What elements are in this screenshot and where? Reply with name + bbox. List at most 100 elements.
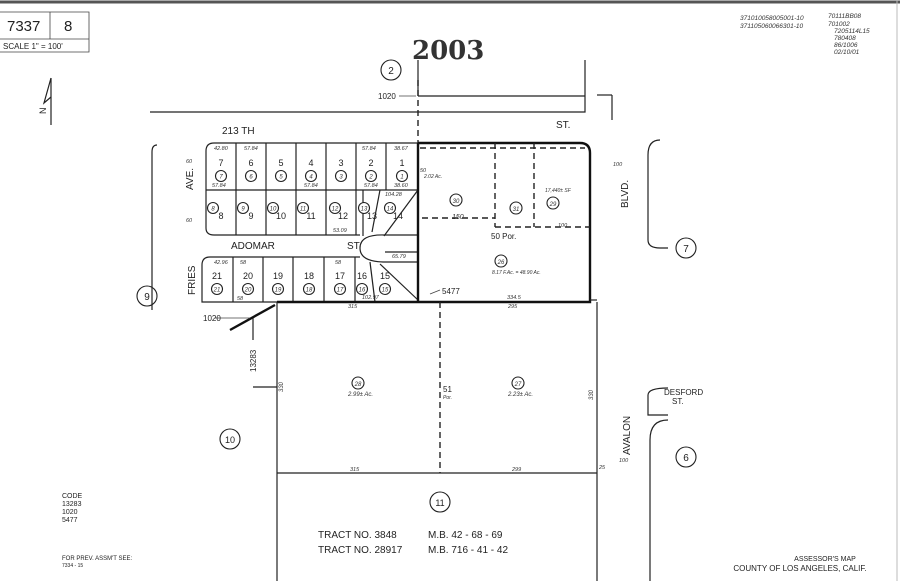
dimension: 60 bbox=[186, 218, 193, 224]
dimension: 315 bbox=[348, 304, 358, 310]
lot-number[interactable]: 6 bbox=[248, 158, 253, 168]
lot-number[interactable]: 13 bbox=[367, 211, 377, 221]
dimension: 25 bbox=[598, 465, 606, 471]
dimension: 60 bbox=[186, 159, 193, 165]
parcel-number: 4 bbox=[309, 175, 313, 181]
parcel-30-area: 2.02 Ac. bbox=[423, 174, 442, 180]
parcel-50[interactable]: 50 Por. bbox=[491, 232, 516, 241]
page-ref-2[interactable]: 2 bbox=[380, 59, 402, 81]
lot-number[interactable]: 2 bbox=[368, 158, 373, 168]
parcel-circle bbox=[449, 193, 463, 207]
lot-number[interactable]: 5 bbox=[278, 158, 283, 168]
footer-county: COUNTY OF LOS ANGELES, CALIF. bbox=[733, 564, 866, 573]
parcel-circle bbox=[511, 376, 525, 390]
lot-number[interactable]: 3 bbox=[338, 158, 343, 168]
dimension: 57.84 bbox=[244, 146, 258, 152]
street-avalon: AVALON bbox=[622, 416, 633, 455]
code-legend-item: 1020 bbox=[62, 509, 78, 516]
parcel-circle bbox=[206, 201, 220, 215]
code-5477: 5477 bbox=[442, 287, 460, 296]
lot-number[interactable]: 17 bbox=[335, 271, 345, 281]
lot-number[interactable]: 10 bbox=[276, 211, 286, 221]
parcel-28-area: 2.99± Ac. bbox=[347, 392, 373, 398]
svg-text:N: N bbox=[38, 108, 48, 115]
lot-number[interactable]: 18 bbox=[304, 271, 314, 281]
parcel-circle bbox=[546, 196, 560, 210]
lot-number[interactable]: 11 bbox=[306, 211, 315, 221]
parcel-circle bbox=[274, 169, 288, 183]
dimension: 42.96 bbox=[214, 260, 229, 266]
dimension: 330 bbox=[589, 389, 595, 400]
street-blvd: BLVD. bbox=[620, 180, 631, 208]
parcel-number: 15 bbox=[382, 288, 389, 294]
dimension: 57.84 bbox=[364, 183, 378, 189]
tract-block bbox=[201, 142, 419, 303]
page-ref-label: 6 bbox=[683, 453, 689, 464]
dimension: 58 bbox=[237, 296, 244, 302]
parcel-circle bbox=[214, 169, 228, 183]
lot-numbers: 7766554433221188991010111112121313141421… bbox=[206, 158, 409, 296]
lot-number[interactable]: 1 bbox=[399, 158, 404, 168]
street-213th: 213 TH bbox=[222, 126, 255, 137]
parcel-29[interactable]: 29 bbox=[549, 202, 557, 208]
book-number: 7337 bbox=[7, 18, 40, 35]
parcel-number: 12 bbox=[332, 207, 339, 213]
street-desford-suffix: ST. bbox=[672, 397, 684, 406]
page-ref-9[interactable]: 9 bbox=[136, 285, 158, 307]
dimension: 65.79 bbox=[392, 254, 406, 260]
parcel-26[interactable]: 26 bbox=[497, 260, 505, 266]
dimension: 100 bbox=[619, 458, 629, 464]
parcel-28[interactable]: 28 bbox=[354, 382, 362, 388]
code-13283: 13283 bbox=[249, 349, 258, 372]
revision-code: 86/1006 bbox=[834, 42, 858, 49]
page-ref-10[interactable]: 10 bbox=[219, 428, 241, 450]
dimension: 38.60 bbox=[394, 183, 409, 189]
lot-number[interactable]: 15 bbox=[380, 271, 390, 281]
parcel-27[interactable]: 27 bbox=[514, 382, 522, 388]
parcel-circle bbox=[383, 201, 397, 215]
parcel-number: 6 bbox=[249, 175, 253, 181]
tract-number: TRACT NO. 3848 bbox=[318, 530, 397, 541]
page-ref-label: 7 bbox=[683, 244, 689, 255]
street-adomar: ADOMAR bbox=[231, 241, 275, 252]
lot-number[interactable]: 7 bbox=[218, 158, 223, 168]
street-adomar-suffix: ST. bbox=[347, 241, 361, 252]
code-legend: CODE 13283 1020 5477 FOR PREV. ASSM'T SE… bbox=[62, 493, 133, 569]
parcel-number: 20 bbox=[244, 288, 252, 294]
parcel-number: 21 bbox=[213, 288, 221, 294]
parcel-number: 5 bbox=[279, 175, 283, 181]
page-ref-11[interactable]: 11 bbox=[429, 491, 451, 513]
parcel-circle bbox=[266, 201, 280, 215]
prev-assessment-value[interactable]: 7334 - 15 bbox=[62, 563, 83, 569]
commercial-block bbox=[277, 141, 592, 304]
parcel-circle bbox=[357, 201, 371, 215]
footer-title: ASSESSOR'S MAP bbox=[794, 556, 856, 563]
lot-number[interactable]: 20 bbox=[243, 271, 253, 281]
parcel-number: 18 bbox=[306, 288, 313, 294]
dimension: 315 bbox=[350, 467, 360, 473]
lot-number[interactable]: 4 bbox=[308, 158, 313, 168]
dimensions: 42.80 57.84 57.84 57.84 38.67 57.84 57.8… bbox=[186, 146, 629, 473]
street-213th-suffix: ST. bbox=[556, 120, 570, 131]
lot-number[interactable]: 8 bbox=[218, 211, 223, 221]
dimension: 330 bbox=[279, 381, 285, 392]
lot-number[interactable]: 14 bbox=[393, 211, 403, 221]
parcel-31[interactable]: 31 bbox=[513, 207, 520, 213]
lot-number[interactable]: 9 bbox=[248, 211, 253, 221]
lot-number[interactable]: 12 bbox=[338, 211, 348, 221]
page-ref-label: 9 bbox=[144, 292, 150, 303]
parcel-30[interactable]: 30 bbox=[453, 199, 460, 205]
revision-code: 02/10/01 bbox=[834, 49, 860, 56]
page-ref-6[interactable]: 6 bbox=[675, 446, 697, 468]
page-ref-7[interactable]: 7 bbox=[675, 237, 697, 259]
dimension: 104.28 bbox=[385, 192, 403, 198]
dimension: 38.67 bbox=[394, 146, 409, 152]
lot-number[interactable]: 19 bbox=[273, 271, 283, 281]
parcel-circle bbox=[334, 169, 348, 183]
lot-number[interactable]: 16 bbox=[357, 271, 367, 281]
code-1020-left: 1020 bbox=[203, 314, 221, 323]
prev-assessment-label: FOR PREV. ASSM'T SEE: bbox=[62, 556, 133, 562]
lot-number[interactable]: 21 bbox=[212, 271, 222, 281]
parcel-51[interactable]: 51 bbox=[443, 385, 452, 394]
